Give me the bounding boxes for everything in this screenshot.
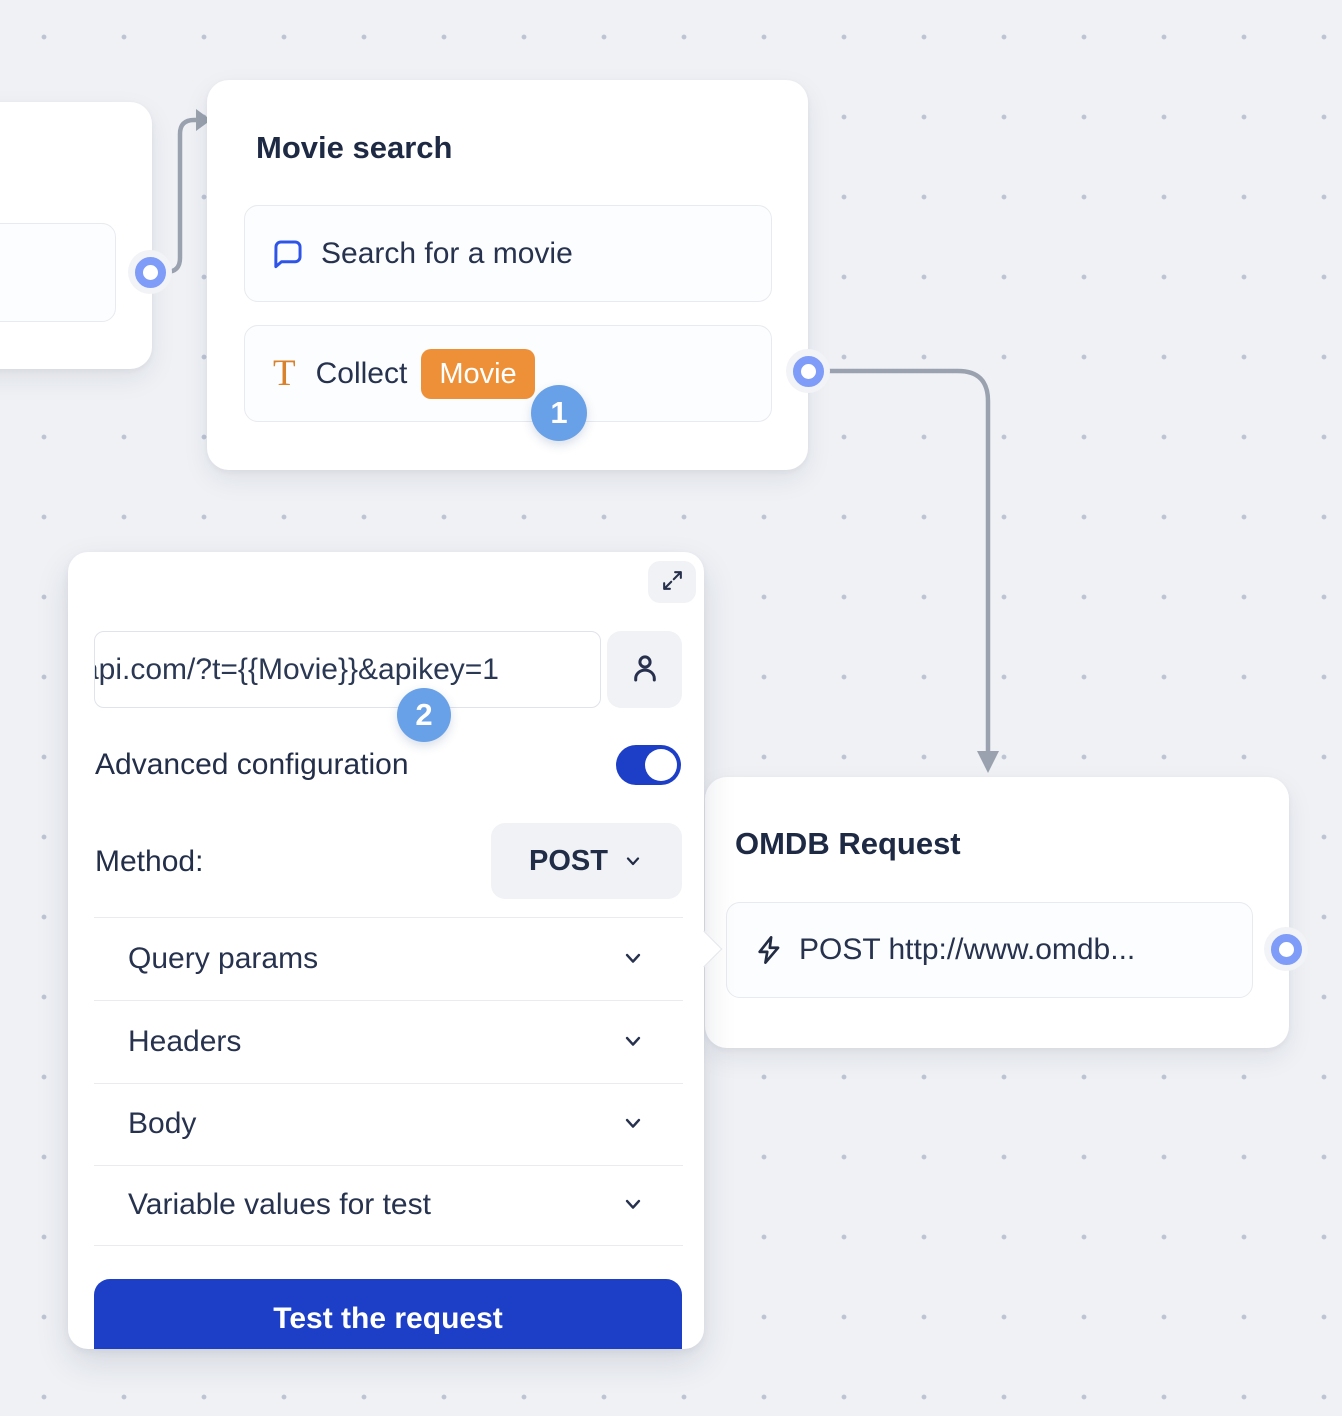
arrowhead-down <box>977 751 999 773</box>
expand-button[interactable] <box>648 561 696 603</box>
accordion-body[interactable]: Body <box>94 1084 683 1166</box>
collect-row-label: Collect <box>316 357 408 391</box>
connector-left-to-movie <box>152 120 197 272</box>
chevron-down-icon <box>620 1110 646 1141</box>
lightning-icon <box>753 934 785 966</box>
advanced-configuration-toggle[interactable] <box>616 745 681 785</box>
toggle-knob <box>645 749 677 781</box>
accordion-query-params[interactable]: Query params <box>94 918 683 1000</box>
text-input-icon: T <box>273 355 296 392</box>
step-badge-2: 2 <box>397 688 451 742</box>
chat-bubble-icon <box>271 237 305 271</box>
method-value: POST <box>529 845 608 878</box>
person-icon <box>627 650 663 689</box>
webhook-editor-panel: Advanced configuration Method: POST Quer… <box>68 552 704 1349</box>
section-label: Query params <box>128 942 318 976</box>
webhook-row-label: POST http://www.omdb... <box>799 933 1135 967</box>
expand-icon <box>660 568 685 596</box>
test-request-button[interactable]: Test the request <box>94 1279 682 1349</box>
connector-movie-to-omdb <box>820 371 988 752</box>
node-title: OMDB Request <box>735 827 961 861</box>
accordion-headers[interactable]: Headers <box>94 1001 683 1083</box>
chevron-down-icon <box>622 850 644 872</box>
node-row-collect[interactable]: T Collect Movie <box>244 325 772 422</box>
method-label: Method: <box>95 845 203 879</box>
node-card-omdb-request[interactable]: OMDB Request POST http://www.omdb... <box>705 777 1289 1048</box>
node-row-partial[interactable] <box>0 223 116 322</box>
divider <box>94 1245 683 1246</box>
chevron-down-icon <box>620 945 646 976</box>
question-row-label: Search for a movie <box>321 237 573 271</box>
node-card-movie-search[interactable]: Movie search Search for a movie T Collec… <box>207 80 808 470</box>
variable-badge-movie: Movie <box>421 349 534 399</box>
node-row-question[interactable]: Search for a movie <box>244 205 772 302</box>
url-input[interactable] <box>94 631 601 708</box>
step-badge-1: 1 <box>531 385 587 441</box>
node-row-webhook[interactable]: POST http://www.omdb... <box>726 902 1253 998</box>
section-label: Variable values for test <box>128 1188 431 1222</box>
output-port-movie-search[interactable] <box>786 349 830 393</box>
node-title: Movie search <box>256 131 452 165</box>
method-select[interactable]: POST <box>491 823 682 899</box>
section-label: Body <box>128 1107 196 1141</box>
chevron-down-icon <box>620 1028 646 1059</box>
output-port-omdb-request[interactable] <box>1264 927 1308 971</box>
chevron-down-icon <box>620 1191 646 1222</box>
section-label: Headers <box>128 1025 241 1059</box>
output-port-partial-node[interactable] <box>128 250 172 294</box>
accordion-variable-values[interactable]: Variable values for test <box>94 1166 683 1245</box>
person-button[interactable] <box>607 631 682 708</box>
advanced-configuration-label: Advanced configuration <box>95 748 409 782</box>
